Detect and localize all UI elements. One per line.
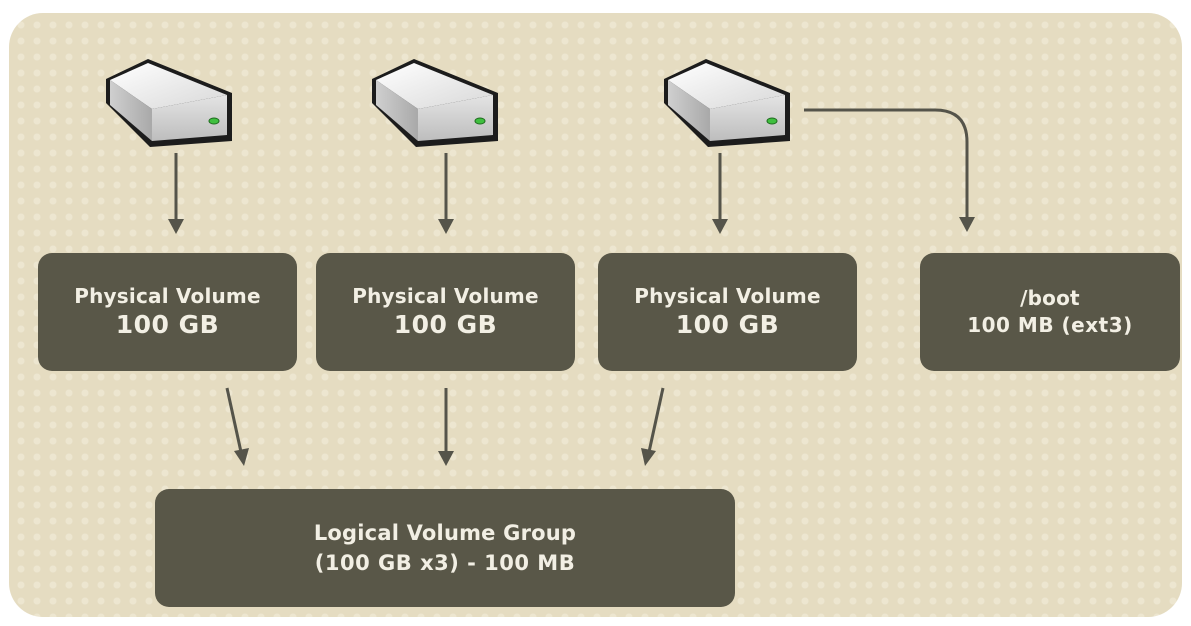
volume-group-size: (100 GB x3) - 100 MB — [314, 551, 576, 575]
arrow-disk1-to-pv1 — [168, 153, 184, 234]
logical-volume-group-box: Logical Volume Group (100 GB x3) - 100 M… — [155, 489, 735, 607]
boot-partition-size: 100 MB (ext3) — [967, 313, 1133, 337]
boot-partition-box: /boot 100 MB (ext3) — [920, 253, 1180, 371]
arrow-disk2-to-pv2 — [438, 153, 454, 234]
arrow-pv1-to-vg — [225, 387, 249, 466]
hard-disk-icon — [106, 59, 232, 147]
physical-volume-size: 100 GB — [675, 310, 780, 339]
hard-disk-icon — [664, 59, 790, 147]
boot-partition-label: /boot — [1020, 286, 1080, 310]
physical-volume-label: Physical Volume — [352, 284, 539, 308]
hard-disk-icon — [372, 59, 498, 147]
physical-volume-box: Physical Volume 100 GB — [316, 253, 575, 371]
physical-volume-label: Physical Volume — [74, 284, 261, 308]
physical-volume-size: 100 GB — [393, 310, 498, 339]
physical-volume-box: Physical Volume 100 GB — [38, 253, 297, 371]
volume-group-label: Logical Volume Group — [313, 521, 577, 545]
physical-volume-size: 100 GB — [115, 310, 220, 339]
arrow-disk3-to-boot — [804, 108, 975, 232]
physical-volume-label: Physical Volume — [634, 284, 821, 308]
arrow-disk3-to-pv3 — [712, 153, 728, 234]
physical-volume-box: Physical Volume 100 GB — [598, 253, 857, 371]
arrow-pv3-to-vg — [641, 387, 665, 466]
arrow-pv2-to-vg — [438, 388, 454, 466]
